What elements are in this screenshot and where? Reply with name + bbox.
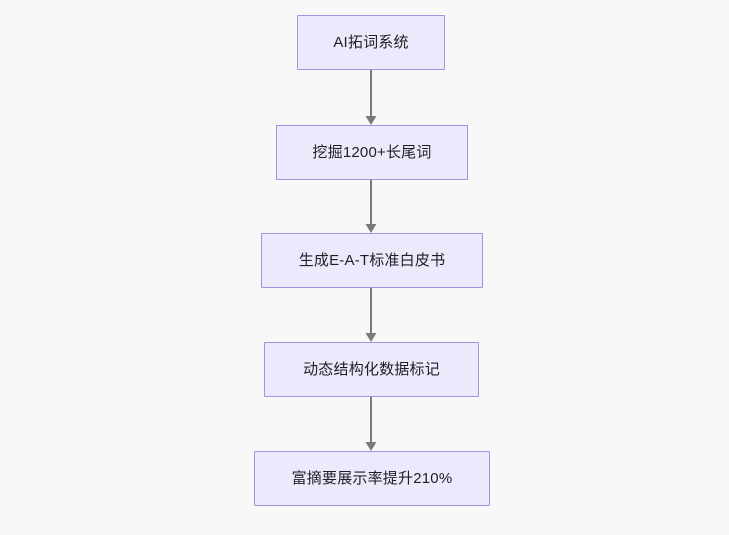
arrow-down-icon <box>365 288 377 342</box>
flow-edge-2 <box>359 180 383 233</box>
flow-node-label: 富摘要展示率提升210% <box>291 469 453 487</box>
arrow-down-icon <box>365 180 377 233</box>
flow-edge-3 <box>359 288 383 342</box>
flow-node-label: 生成E-A-T标准白皮书 <box>298 251 446 269</box>
flow-edge-4 <box>359 397 383 451</box>
flow-node-generate-eat-whitepaper[interactable]: 生成E-A-T标准白皮书 <box>261 233 483 288</box>
flow-node-label: 动态结构化数据标记 <box>303 360 440 378</box>
flow-node-mine-longtail-keywords[interactable]: 挖掘1200+长尾词 <box>276 125 468 180</box>
arrow-down-icon <box>365 70 377 125</box>
arrow-down-icon <box>365 397 377 451</box>
flow-edge-1 <box>359 70 383 125</box>
flow-node-label: AI拓词系统 <box>333 33 409 51</box>
flow-node-label: 挖掘1200+长尾词 <box>312 143 432 161</box>
flow-node-dynamic-structured-data[interactable]: 动态结构化数据标记 <box>264 342 479 397</box>
flow-node-rich-snippet-result[interactable]: 富摘要展示率提升210% <box>254 451 490 506</box>
flow-node-ai-keyword-system[interactable]: AI拓词系统 <box>297 15 445 70</box>
